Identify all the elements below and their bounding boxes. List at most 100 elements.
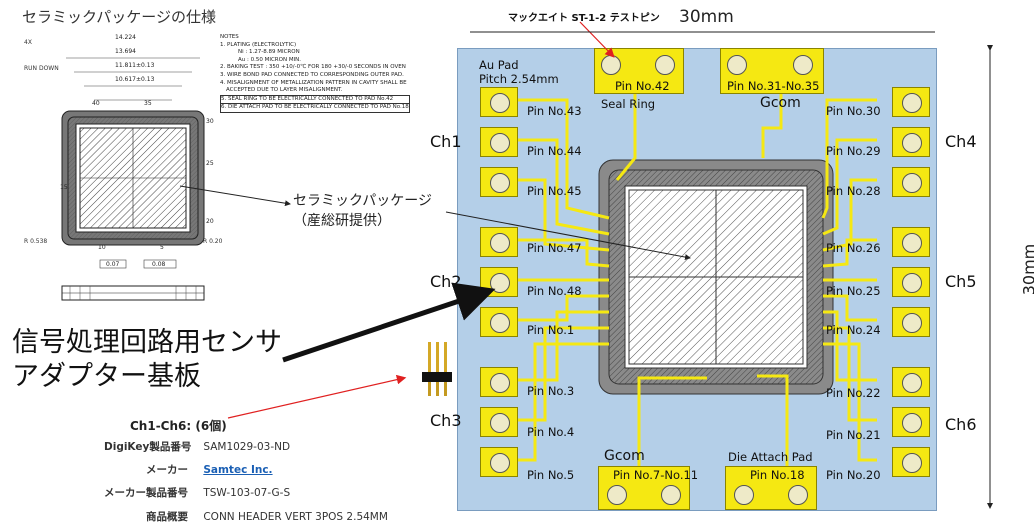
pin-hole-icon — [902, 453, 922, 473]
pin-hole-icon — [490, 413, 510, 433]
note-line: Au : 0.50 MICRON MIN. — [238, 56, 302, 63]
drawing-notes: NOTES 1. PLATING (ELECTROLYTIC) Ni : 1.2… — [220, 34, 410, 113]
pin-hole-icon — [793, 55, 813, 75]
pin-label: Pin No.26 — [826, 241, 881, 255]
pad-right — [892, 407, 930, 437]
pad-left — [480, 447, 518, 477]
channel-label-4: Ch4 — [945, 132, 977, 151]
parts-value: TSW-103-07-G-S — [203, 487, 291, 499]
dim-label: 10 — [98, 244, 106, 251]
pin-label: Pin No.44 — [527, 144, 582, 158]
parts-key: メーカー — [146, 464, 188, 476]
pad-left — [480, 367, 518, 397]
pin-hole-icon — [902, 313, 922, 333]
pad-pin-7-11: Pin No.7-No.11 — [598, 466, 698, 510]
pin-hole-icon — [902, 93, 922, 113]
pad-right — [892, 167, 930, 197]
au-pad-label: Au Pad — [479, 58, 519, 72]
gcom-label-top: Gcom — [760, 95, 801, 111]
parts-row: DigiKey製品番号 SAM1029-03-ND — [104, 439, 290, 454]
dim-label: 13.694 — [115, 48, 136, 55]
pin-label: Pin No.3 — [527, 384, 575, 398]
pin-label: Pin No.45 — [527, 184, 582, 198]
die-attach-label: Die Attach Pad — [728, 450, 813, 464]
note-line: Ni : 1.27-8.89 MICRON — [238, 49, 300, 56]
board-title-line-1: 信号処理回路用センサ — [12, 327, 282, 358]
dim-label: 25 — [206, 160, 214, 167]
pin-label: Pin No.31-No.35 — [727, 79, 820, 93]
pad-left — [480, 167, 518, 197]
pin-label: Pin No.24 — [826, 323, 881, 337]
pin-hole-icon — [490, 233, 510, 253]
width-dimension: 30mm — [679, 7, 734, 27]
pin-hole-icon — [902, 133, 922, 153]
channel-label-5: Ch5 — [945, 272, 977, 291]
pin-label: Pin No.47 — [527, 241, 582, 255]
note-line: 2. BAKING TEST : 350 +10/-0℃ FOR 180 +30… — [220, 64, 406, 71]
dim-label: 35 — [144, 100, 152, 107]
pin-label: Pin No.7-No.11 — [613, 468, 699, 482]
svg-text:RUN DOWN: RUN DOWN — [24, 65, 59, 72]
pin-label: Pin No.43 — [527, 104, 582, 118]
pad-right — [892, 267, 930, 297]
pad-left — [480, 127, 518, 157]
svg-text:R 0.20: R 0.20 — [203, 238, 223, 245]
pad-left — [480, 227, 518, 257]
pin-label: Pin No.1 — [527, 323, 575, 337]
note-line: ACCEPTED DUE TO LAYER MISALIGNMENT. — [226, 87, 343, 94]
pin-label: Pin No.22 — [826, 386, 881, 400]
note-line: 1. PLATING (ELECTROLYTIC) — [220, 41, 297, 48]
pitch-label: Pitch 2.54mm — [479, 72, 559, 86]
pin-hole-icon — [490, 453, 510, 473]
callout-line-1: セラミックパッケージ — [293, 193, 433, 209]
pad-pin-31-35: Pin No.31-No.35 — [720, 48, 824, 94]
pin-label: Pin No.4 — [527, 425, 575, 439]
note-line: 6. DIE ATTACH PAD TO BE ELECTRICALLY CON… — [220, 104, 410, 113]
parts-key: メーカー製品番号 — [104, 487, 188, 499]
note-line: 5. SEAL RING TO BE ELECTRICALLY CONNECTE… — [220, 94, 410, 105]
dim-label: 20 — [206, 218, 214, 225]
note-line: 3. WIRE BOND PAD CONNECTED TO CORRESPOND… — [220, 71, 404, 78]
seal-ring-label: Seal Ring — [601, 97, 656, 111]
pin-hole-icon — [490, 173, 510, 193]
board-title-line-2: アダプター基板 — [12, 361, 201, 392]
pin-label: Pin No.42 — [615, 79, 670, 93]
pin-hole-icon — [655, 55, 675, 75]
pin-hole-icon — [788, 485, 808, 505]
dim-label: 14.224 — [115, 34, 136, 41]
parts-header: Ch1-Ch6: (6個) — [130, 419, 227, 433]
pad-left — [480, 407, 518, 437]
parts-key: DigiKey製品番号 — [104, 441, 192, 453]
pin-label: Pin No.21 — [826, 428, 881, 442]
dim-label: 10.617±0.13 — [115, 76, 155, 83]
pin-label: Pin No.48 — [527, 284, 582, 298]
dim-label: 5 — [160, 244, 164, 251]
board-traces — [517, 94, 877, 466]
ceramic-package-drawing: 4X RUN DOWN R 0.538 R 0.20 — [24, 39, 223, 301]
pin-header-icon — [422, 342, 452, 396]
channel-label-1: Ch1 — [430, 132, 462, 151]
manufacturer-link[interactable]: Samtec Inc. — [203, 464, 273, 476]
parts-row: メーカー Samtec Inc. — [104, 462, 273, 477]
board-title: 信号処理回路用センサ アダプター基板 — [12, 326, 282, 394]
dim-label: 30 — [206, 118, 214, 125]
pin-label: Pin No.28 — [826, 184, 881, 198]
dim-label: 15 — [60, 184, 68, 191]
pin-hole-icon — [490, 373, 510, 393]
channel-label-6: Ch6 — [945, 415, 977, 434]
note-line: 4. MISALIGNMENT OF METALLIZATION PATTERN… — [220, 79, 407, 86]
ceramic-package-callout: セラミックパッケージ （産総研提供） — [293, 191, 432, 231]
pin-label: Pin No.29 — [826, 144, 881, 158]
pad-right — [892, 87, 930, 117]
note-title: NOTES — [220, 34, 239, 40]
pin-hole-icon — [607, 485, 627, 505]
pin-hole-icon — [902, 173, 922, 193]
gcom-label-bottom: Gcom — [604, 448, 645, 464]
pin-label: Pin No.25 — [826, 284, 881, 298]
pad-right — [892, 127, 930, 157]
pin-hole-icon — [661, 485, 681, 505]
pin-hole-icon — [490, 93, 510, 113]
dim-label: 40 — [92, 100, 100, 107]
pad-right — [892, 447, 930, 477]
